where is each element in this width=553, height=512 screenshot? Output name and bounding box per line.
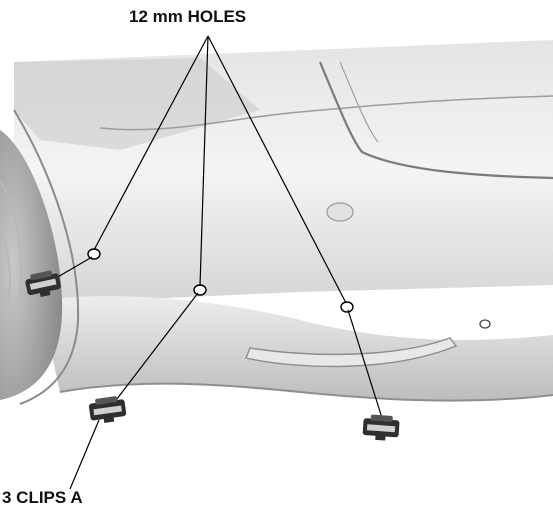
reflector-recess xyxy=(245,337,458,368)
clip-2 xyxy=(88,396,127,423)
hole-2 xyxy=(193,284,207,296)
clip-line-2 xyxy=(109,292,199,409)
lower-bumper xyxy=(40,296,553,401)
hole-3 xyxy=(340,301,354,313)
rim-spokes xyxy=(0,179,23,301)
clips-callout-label: 3 CLIPS A xyxy=(2,488,83,507)
holes-group xyxy=(87,248,354,313)
wheel-arch-edge xyxy=(13,109,80,405)
tire xyxy=(0,130,63,400)
clips-leader-line xyxy=(69,419,100,490)
bumper-small-hole xyxy=(479,319,491,329)
clip-1 xyxy=(25,270,61,297)
tailgate-inner-edge xyxy=(339,61,379,143)
bumper-illustration xyxy=(0,40,553,405)
clip-3 xyxy=(362,414,400,441)
parking-sensor xyxy=(326,202,354,222)
bumper-lower-edge xyxy=(59,382,553,402)
holes-leader-line-1 xyxy=(93,35,209,251)
hole-1 xyxy=(87,248,101,260)
tailgate-outline xyxy=(318,61,553,180)
holes-callout-label: 12 mm HOLES xyxy=(129,7,247,26)
holes-leader-line-2 xyxy=(199,35,209,287)
body-crease-line xyxy=(99,95,553,131)
holes-leader-lines xyxy=(93,35,347,304)
fender-edge xyxy=(14,58,260,150)
holes-leader-line-3 xyxy=(207,35,347,304)
clip-line-3 xyxy=(347,309,383,419)
